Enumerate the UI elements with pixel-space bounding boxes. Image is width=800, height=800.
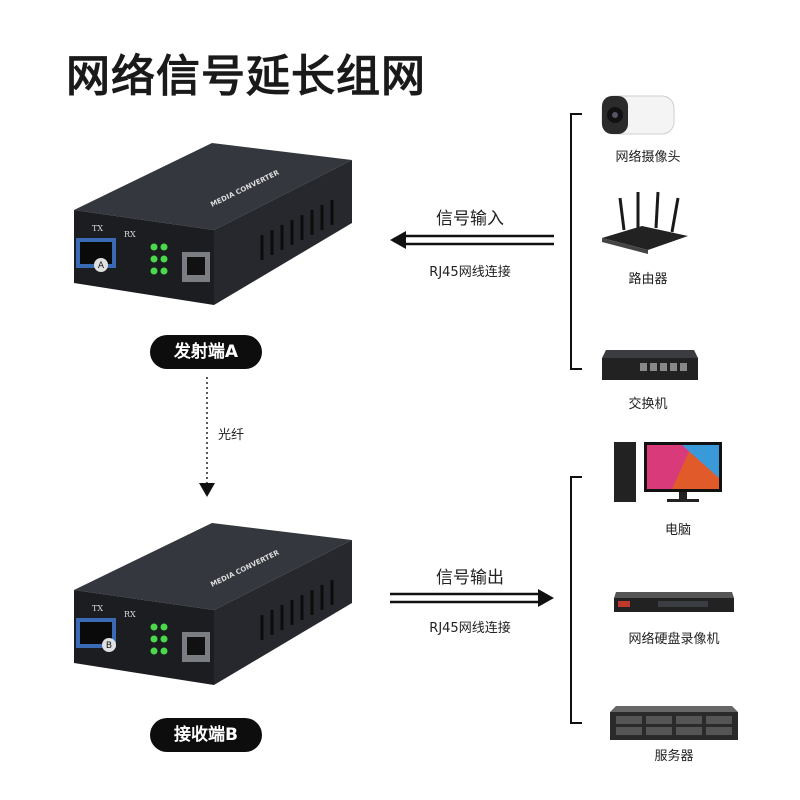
- media-converter-a: TX RX MEDIA CONVERTER A: [74, 143, 352, 305]
- svg-text:TX: TX: [92, 224, 103, 233]
- device-label-camera: 网络摄像头: [615, 150, 681, 165]
- input-devices-bracket: [570, 113, 582, 370]
- badge-b: B: [106, 641, 112, 651]
- media-converter-b: TX RX MEDIA CONVERTER B: [74, 523, 352, 685]
- device-label-computer: 电脑: [664, 523, 691, 538]
- output-link-label: 信号输出: [436, 568, 504, 588]
- device-label-server: 服务器: [654, 749, 694, 764]
- output-devices-bracket: [570, 476, 582, 724]
- output-link-sub: RJ45网线连接: [429, 621, 511, 636]
- nvr-icon: [614, 592, 734, 612]
- badge-a: A: [98, 261, 105, 271]
- receiver-label: 接收端B: [150, 718, 262, 752]
- device-label-router: 路由器: [628, 272, 668, 287]
- page-title: 网络信号延长组网: [66, 51, 426, 102]
- input-link-sub: RJ45网线连接: [429, 265, 511, 280]
- fiber-label: 光纤: [218, 428, 245, 443]
- device-label-nvr: 网络硬盘录像机: [628, 632, 720, 647]
- input-arrow: [390, 231, 554, 249]
- input-link-label: 信号输入: [436, 209, 504, 229]
- router-icon: [602, 191, 688, 254]
- device-label-switch: 交换机: [628, 397, 668, 412]
- fiber-arrow: [199, 377, 215, 497]
- switch-icon: [602, 350, 698, 380]
- svg-text:RX: RX: [124, 610, 136, 619]
- computer-icon: [614, 442, 722, 502]
- server-icon: [610, 706, 738, 740]
- svg-text:TX: TX: [92, 604, 103, 613]
- output-arrow: [390, 589, 554, 607]
- svg-text:RX: RX: [124, 230, 136, 239]
- transmitter-label: 发射端A: [150, 335, 262, 369]
- camera-icon: [601, 95, 675, 135]
